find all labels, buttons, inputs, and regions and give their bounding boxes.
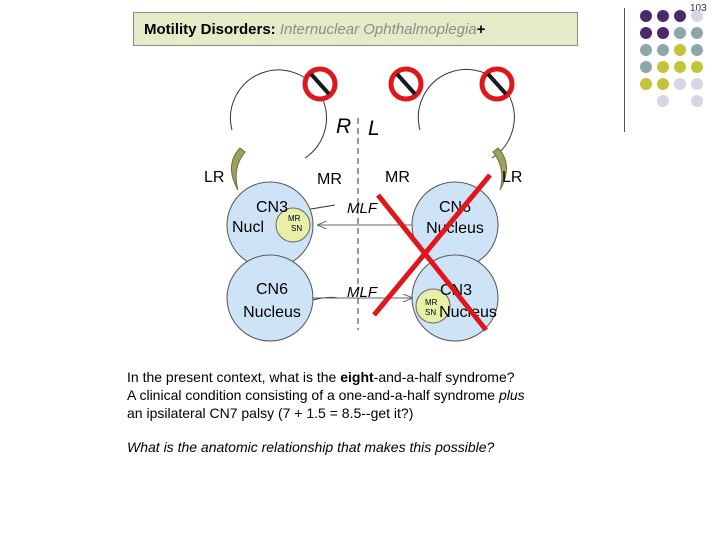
decor-dot	[657, 27, 669, 39]
title-subtitle: Internuclear Ophthalmoplegia	[279, 21, 477, 38]
decor-dot	[640, 61, 652, 73]
question-paragraph-2: What is the anatomic relationship that m…	[127, 438, 597, 456]
decor-dot	[691, 10, 703, 22]
decor-dot	[640, 10, 652, 22]
cn6-left-label-1: CN6	[256, 281, 288, 298]
left-eyeball	[229, 69, 327, 159]
decor-dot	[657, 10, 669, 22]
decor-dot	[674, 78, 686, 90]
decor-dot	[657, 95, 669, 107]
answer-line3: an ipsilateral CN7 palsy (7 + 1.5 = 8.5-…	[127, 405, 414, 421]
cn6-nucleus-left	[226, 254, 314, 342]
mr-sn-right-label-2: SN	[425, 308, 436, 317]
decor-dot	[691, 95, 703, 107]
mlf-bottom-label: MLF	[347, 284, 378, 301]
cn6-right-label-1: CN6	[439, 199, 471, 216]
slide-title-box: Motility Disorders: Internuclear Ophthal…	[133, 12, 578, 46]
page-number: 103	[690, 3, 707, 14]
answer-line2-part-a: A clinical condition consisting of a one…	[127, 387, 499, 403]
prohibition-icon-3	[479, 66, 515, 102]
answer-line2-italic: plus	[498, 387, 525, 403]
decor-dot	[691, 78, 703, 90]
question-line1-part-b: -and-a-half syndrome?	[373, 369, 515, 385]
lesion-cross-mark	[372, 173, 492, 332]
decor-vertical-line	[624, 8, 625, 132]
decor-dot	[691, 61, 703, 73]
cn3-left-label-1: CN3	[256, 199, 288, 216]
decor-dot	[640, 44, 652, 56]
mr-right-label: MR	[385, 169, 410, 186]
cn6-left-label-2: Nucleus	[243, 304, 301, 321]
mr-sn-left-label-1: MR	[288, 214, 301, 223]
mr-left-label: MR	[317, 171, 342, 188]
title-suffix: +	[476, 21, 486, 38]
cn3-right-label-2: Nucleus	[439, 304, 497, 321]
question-line1-part-a: In the present context, what is the	[127, 369, 341, 385]
decor-dot-grid	[640, 10, 712, 120]
decor-dot	[674, 10, 686, 22]
side-label-left: L	[368, 117, 380, 140]
question-2: What is the anatomic relationship that m…	[127, 439, 495, 455]
mr-subnucleus-left	[275, 207, 311, 243]
prohibition-icon-2	[388, 66, 424, 102]
cn3-left-label-2: Nucl	[232, 219, 264, 236]
prohibition-icon-1	[302, 66, 338, 102]
decor-dot	[674, 61, 686, 73]
question-text-block: In the present context, what is the eigh…	[127, 368, 597, 456]
decor-dot	[657, 44, 669, 56]
mr-sn-right-label-1: MR	[425, 298, 438, 307]
decor-dot	[691, 27, 703, 39]
cn6-right-label-2: Nucleus	[426, 220, 484, 237]
question-paragraph-1: In the present context, what is the eigh…	[127, 368, 597, 422]
side-label-right: R	[336, 115, 351, 138]
decor-dot	[657, 78, 669, 90]
question-line1-bold: eight	[340, 369, 374, 385]
mlf-top-label: MLF	[347, 200, 378, 217]
decor-dot	[657, 61, 669, 73]
decor-dot	[691, 44, 703, 56]
decor-dot	[674, 27, 686, 39]
decor-dot	[674, 44, 686, 56]
title-main: Motility Disorders:	[144, 21, 280, 38]
lr-muscle-left	[231, 147, 246, 191]
mr-subnucleus-right	[415, 288, 451, 324]
decor-dot	[640, 27, 652, 39]
mr-sn-left-label-2: SN	[291, 224, 302, 233]
decor-dot	[640, 78, 652, 90]
lr-left-label: LR	[204, 169, 224, 186]
lr-right-label: LR	[502, 169, 522, 186]
lr-muscle-right	[492, 147, 507, 191]
slide-title: Motility Disorders: Internuclear Ophthal…	[144, 21, 485, 38]
